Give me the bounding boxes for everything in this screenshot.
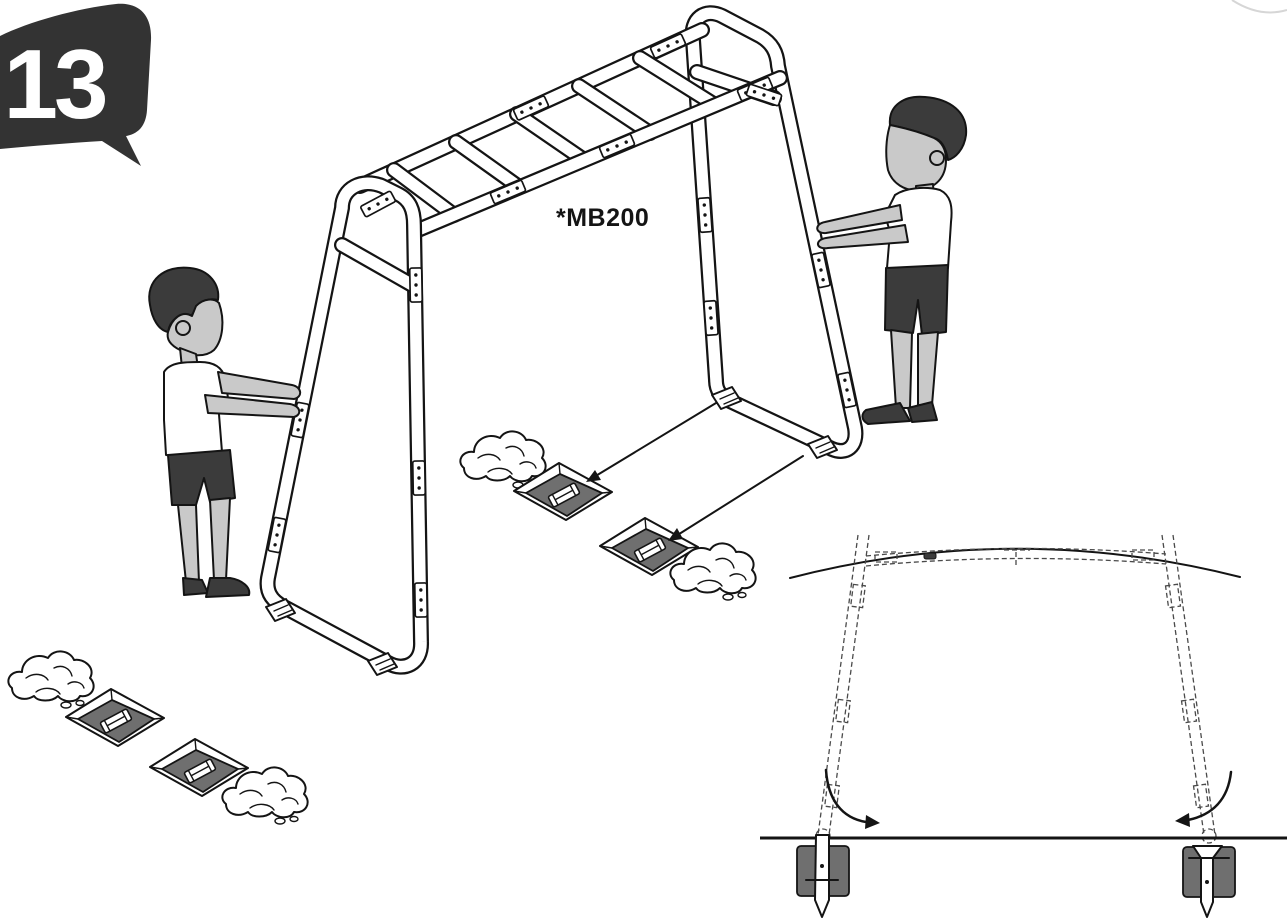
rotate-arrow-left [826, 770, 880, 829]
dashed-bracket [1182, 699, 1197, 722]
child-shorts [168, 450, 235, 505]
tube-brackets [268, 33, 857, 617]
child-leg [891, 330, 912, 408]
dashed-bracket [1166, 584, 1181, 607]
model-label: *MB200 [556, 204, 649, 232]
tube-bracket [410, 268, 423, 302]
rotate-arrow-right [1175, 772, 1231, 827]
placement-arrow [586, 403, 716, 482]
ladder-rung [579, 86, 650, 133]
tube-bracket [812, 252, 831, 288]
tube-bracket [360, 191, 396, 218]
ladder-rung [456, 142, 519, 187]
anchor-bolt [820, 864, 824, 868]
ladder-rung [517, 114, 584, 160]
child-arm-back [218, 372, 300, 399]
monkey-bar-frame [266, 13, 856, 675]
tube-bracket [413, 461, 426, 495]
child-shoe [183, 578, 208, 595]
child-shoe [862, 403, 910, 424]
dashed-bracket [836, 699, 851, 722]
tube-bracket [415, 583, 428, 617]
page-corner-curve [1232, 0, 1287, 12]
uneven-ground-curve [790, 549, 1240, 578]
child-shoe [908, 402, 937, 422]
ground-anchor-left [797, 835, 849, 917]
ground-anchor-area-right [460, 403, 803, 600]
dirt-pile [8, 651, 93, 708]
child-shorts [885, 265, 948, 335]
tube-bracket [704, 301, 718, 336]
child-leg [210, 498, 230, 580]
tube-bracket [268, 517, 286, 553]
child-leg [918, 332, 938, 405]
ladder-rungs [394, 58, 715, 215]
left-frame-crossbar [342, 245, 414, 286]
tube-bracket [698, 198, 712, 233]
ground-anchor-right [1183, 846, 1235, 917]
dashed-bracket [851, 584, 866, 607]
step-number-badge: 13 [0, 4, 151, 166]
child-ear [930, 151, 944, 165]
left-a-frame [268, 183, 422, 666]
step-number: 13 [3, 29, 105, 139]
dashed-bracket [1194, 784, 1209, 807]
child-shoe [206, 578, 249, 597]
child-leg [178, 505, 199, 582]
child-ear [176, 321, 190, 335]
frame-outline-dashed [816, 535, 1216, 843]
ground-hole-with-anchor [66, 689, 164, 746]
tube-bracket [838, 372, 857, 408]
anchor-stake [815, 835, 829, 917]
anchor-bolt [1205, 880, 1209, 884]
placement-arrow [668, 456, 803, 541]
frame-feet [266, 387, 837, 675]
ground-anchor-area-left [8, 651, 307, 824]
top-bar-plate [924, 553, 936, 559]
side-view-leveling-diagram [760, 535, 1287, 917]
